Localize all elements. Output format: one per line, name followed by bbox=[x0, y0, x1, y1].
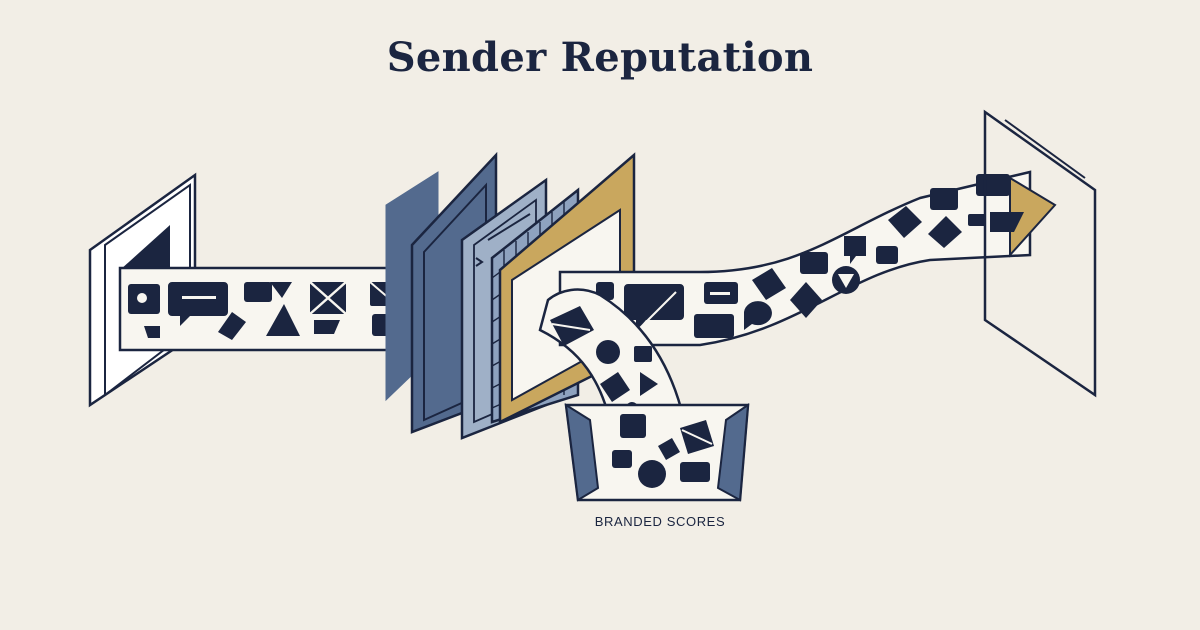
envelope-icon bbox=[550, 306, 594, 346]
diamond-icon bbox=[790, 282, 822, 318]
diamond-icon bbox=[888, 206, 922, 238]
branded-scores-bin bbox=[564, 402, 750, 502]
message-square-icon bbox=[800, 252, 828, 274]
message-square-icon bbox=[620, 414, 646, 438]
message-square-icon bbox=[976, 174, 1010, 196]
chat-bubble-icon bbox=[844, 236, 866, 264]
message-square-icon bbox=[930, 188, 958, 210]
message-square-icon bbox=[612, 450, 632, 468]
incoming-stream-icons bbox=[128, 281, 399, 340]
triangle-icon bbox=[270, 282, 292, 298]
diamond-icon bbox=[218, 312, 246, 340]
diamond-icon bbox=[928, 216, 962, 248]
diverted-stream bbox=[538, 288, 686, 432]
incoming-stream bbox=[118, 266, 422, 352]
diamond-icon bbox=[752, 268, 786, 300]
circle-icon bbox=[137, 293, 147, 303]
message-square-icon bbox=[876, 246, 898, 264]
message-square-icon bbox=[244, 282, 272, 302]
triangle-icon bbox=[640, 372, 658, 396]
triangle-icon bbox=[266, 304, 300, 336]
message-square-icon bbox=[694, 314, 734, 338]
bin-label: BRANDED SCORES bbox=[594, 514, 726, 529]
diamond-icon bbox=[658, 438, 680, 460]
chat-bubble-icon bbox=[990, 212, 1024, 232]
page-title: Sender Reputation bbox=[386, 34, 814, 81]
message-square-icon bbox=[680, 462, 710, 482]
exit-wall bbox=[983, 109, 1097, 398]
diamond-icon bbox=[600, 372, 630, 402]
chat-bubble-icon bbox=[744, 301, 772, 330]
chat-bubble-icon bbox=[624, 284, 684, 332]
circle-icon bbox=[638, 460, 666, 488]
chat-bubble-icon bbox=[314, 320, 340, 334]
circle-icon bbox=[596, 340, 620, 364]
message-square-icon bbox=[634, 346, 652, 362]
chat-bubble-icon bbox=[168, 282, 228, 326]
